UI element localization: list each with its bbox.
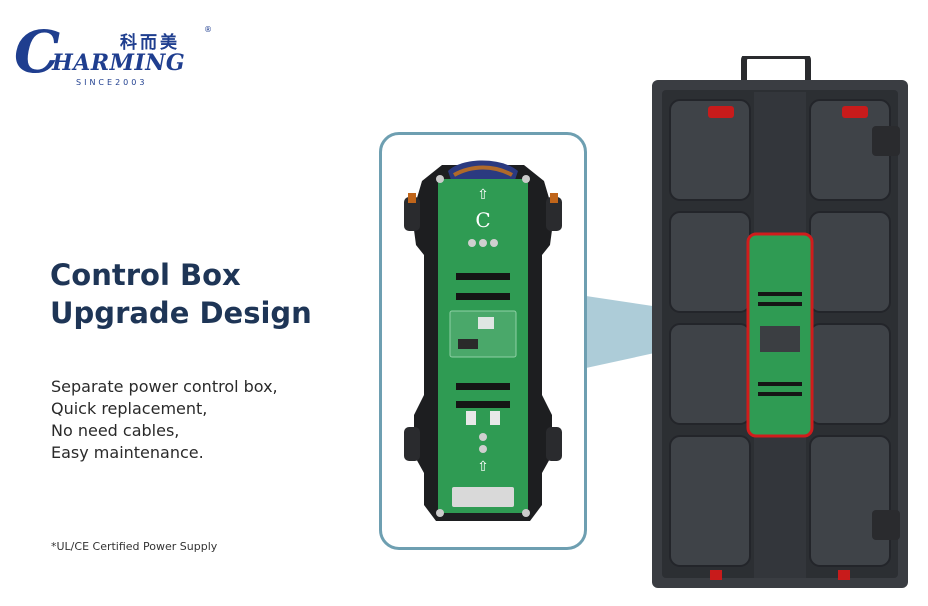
feature-item: Separate power control box,	[51, 377, 278, 396]
control-box-closeup: ⇧ C ⇧	[404, 160, 562, 521]
led-cabinet-rear	[652, 56, 908, 588]
footnote: *UL/CE Certified Power Supply	[51, 540, 218, 553]
brand-logo: C 科而美 ® HARMING SINCE2003	[12, 22, 212, 92]
headline-line-1: Control Box	[50, 258, 241, 292]
board-logo-icon: C	[475, 208, 490, 232]
control-box-callout: ⇧ C ⇧	[379, 132, 587, 550]
headline-line-2: Upgrade Design	[50, 296, 312, 330]
logo-tagline: SINCE2003	[76, 78, 148, 87]
feature-item: No need cables,	[51, 421, 180, 440]
arrow-up-icon: ⇧	[477, 187, 489, 203]
logo-wordmark: HARMING	[52, 50, 186, 76]
feature-list: Separate power control box, Quick replac…	[51, 376, 278, 464]
logo-chinese-name: 科而美	[120, 33, 180, 53]
arrow-up-icon: ⇧	[477, 459, 489, 475]
lock-latch-icon	[842, 106, 868, 118]
headline: Control Box Upgrade Design	[50, 256, 312, 332]
lock-latch-icon	[708, 106, 734, 118]
feature-item: Easy maintenance.	[51, 443, 204, 462]
feature-item: Quick replacement,	[51, 399, 208, 418]
registered-mark: ®	[204, 25, 212, 34]
logo-initial: C	[14, 18, 61, 86]
